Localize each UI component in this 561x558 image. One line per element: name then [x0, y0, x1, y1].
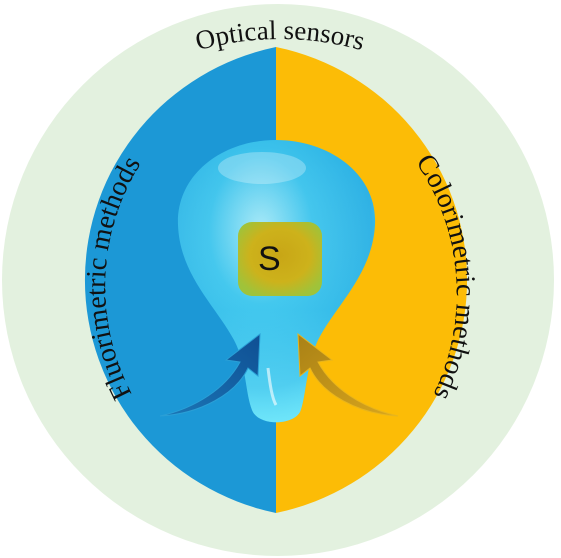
curved-arrow-left — [159, 332, 261, 417]
center-label: S — [258, 240, 281, 278]
curved-arrow-right — [297, 332, 399, 417]
core-block: S — [238, 222, 322, 296]
